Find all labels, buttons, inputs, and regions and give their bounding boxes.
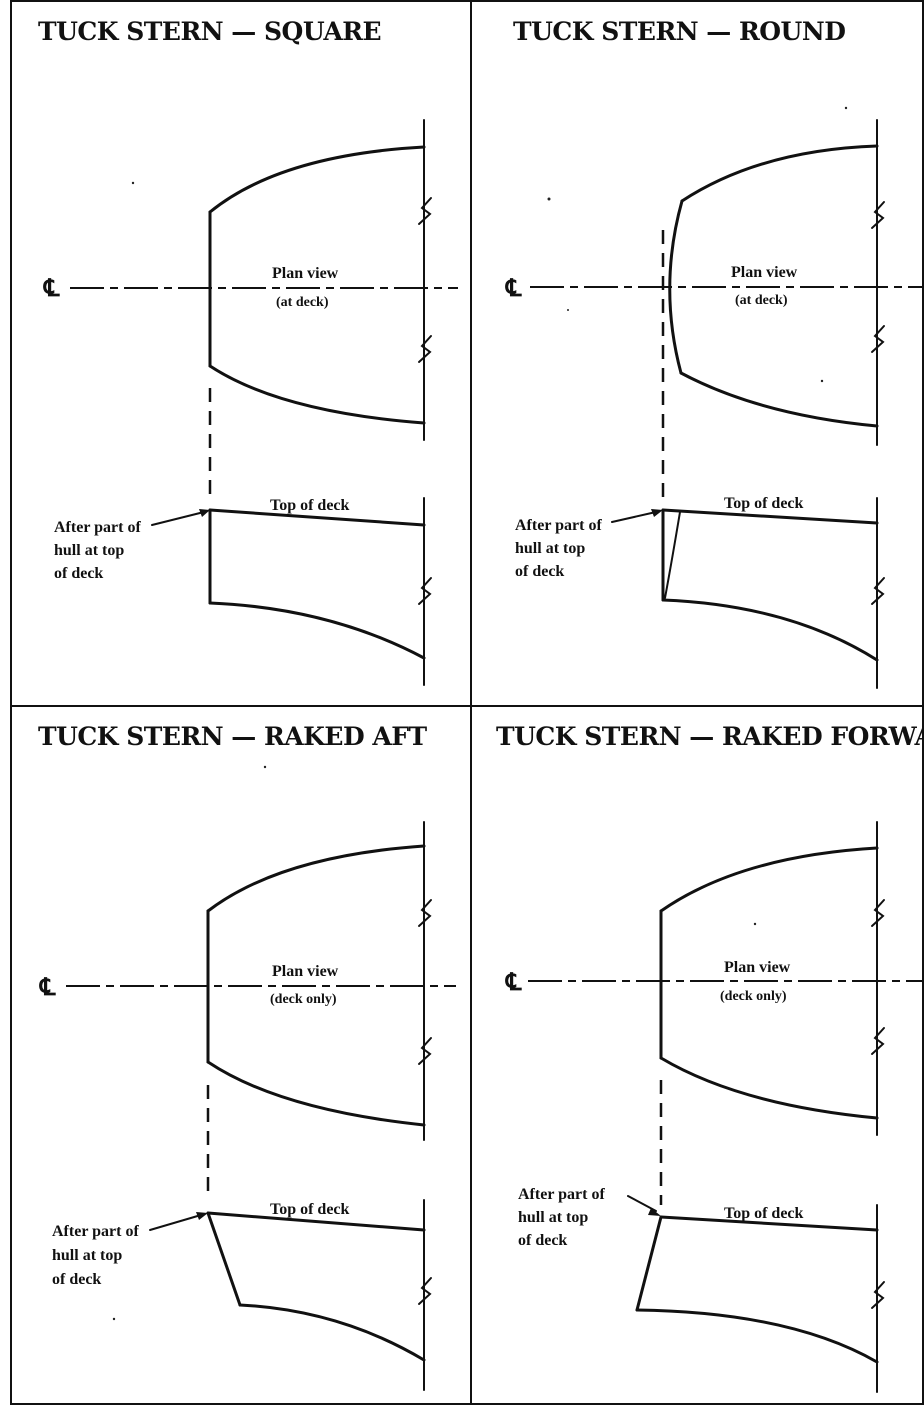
panel-square: TUCK STERN — SQUARE ℄ Plan view (at deck…: [38, 17, 458, 686]
profile-bottom: [661, 598, 879, 662]
stern-round-curve: [664, 511, 681, 599]
profile-break-symbol: [871, 1281, 885, 1309]
plan-hull-lower: [659, 1056, 879, 1120]
plan-view-label: Plan view: [731, 264, 798, 281]
plan-hull-lower: [208, 364, 426, 425]
plan-round-stern: [668, 199, 684, 375]
leader-line: [149, 1214, 202, 1231]
stern-profile-raked: [635, 1215, 663, 1312]
note-line-1: After part of: [54, 519, 141, 536]
note-line-3: of deck: [515, 563, 564, 580]
plan-hull-upper: [680, 144, 879, 203]
centerline-symbol: ℄: [505, 967, 522, 996]
profile-break-symbol: [418, 1277, 432, 1305]
panel-title: TUCK STERN — RAKED FORWARD: [496, 722, 924, 751]
break-symbol-lower: [871, 325, 885, 353]
plan-view-label: Plan view: [272, 963, 339, 980]
plan-hull-lower: [206, 1060, 426, 1127]
plan-view-label: Plan view: [724, 959, 791, 976]
centerline-symbol: ℄: [505, 273, 522, 302]
break-symbol-upper: [418, 899, 432, 927]
note-line-1: After part of: [52, 1223, 139, 1240]
panel-raked-aft: TUCK STERN — RAKED AFT ℄ Plan view (deck…: [38, 722, 456, 1391]
plan-view-sublabel: (deck only): [720, 989, 787, 1004]
leader-line: [611, 511, 657, 523]
note-line-3: of deck: [52, 1271, 101, 1288]
deck-label: Top of deck: [724, 495, 804, 512]
plan-hull-lower: [679, 371, 879, 428]
leader-arrowhead: [199, 509, 210, 517]
plan-view-label: Plan view: [272, 265, 339, 282]
note-line-2: hull at top: [54, 542, 124, 559]
panel-title: TUCK STERN — ROUND: [513, 17, 845, 46]
deck-label: Top of deck: [724, 1205, 804, 1222]
deck-line: [206, 1211, 426, 1232]
break-symbol-upper: [418, 197, 432, 225]
panel-title: TUCK STERN — SQUARE: [38, 17, 381, 46]
centerline-symbol: ℄: [39, 972, 56, 1001]
leader-arrowhead: [651, 509, 663, 517]
profile-bottom: [238, 1303, 426, 1362]
break-symbol-lower: [418, 335, 432, 363]
panel-raked-forward: TUCK STERN — RAKED FORWARD ℄ Plan view (…: [496, 722, 924, 1393]
note-line-2: hull at top: [515, 540, 585, 557]
plan-hull-upper: [659, 846, 879, 913]
note-line-2: hull at top: [52, 1247, 122, 1264]
note-line-3: of deck: [518, 1232, 567, 1249]
plan-view-sublabel: (at deck): [276, 295, 329, 310]
break-symbol-upper: [871, 201, 885, 229]
leader-arrowhead: [196, 1212, 208, 1220]
deck-label: Top of deck: [270, 1201, 350, 1218]
leader-line: [151, 511, 205, 526]
plan-hull-upper: [208, 145, 426, 214]
leader-arrowhead: [648, 1208, 661, 1216]
profile-bottom: [208, 601, 426, 660]
break-symbol-lower: [871, 1027, 885, 1055]
panel-round: TUCK STERN — ROUND ℄ Plan view (at deck)…: [505, 17, 924, 689]
note-line-1: After part of: [515, 517, 602, 534]
deck-label: Top of deck: [270, 497, 350, 514]
profile-bottom: [635, 1308, 879, 1364]
figure-frame: [10, 0, 924, 1405]
deck-line: [661, 508, 879, 525]
plan-hull-upper: [206, 844, 426, 913]
stern-profile-raked: [206, 1211, 242, 1307]
profile-break-symbol: [418, 577, 432, 605]
profile-break-symbol: [871, 577, 885, 605]
note-line-1: After part of: [518, 1186, 605, 1203]
break-symbol-lower: [418, 1037, 432, 1065]
note-line-2: hull at top: [518, 1209, 588, 1226]
break-symbol-upper: [871, 899, 885, 927]
plan-view-sublabel: (at deck): [735, 293, 788, 308]
deck-line: [208, 508, 426, 527]
panel-title: TUCK STERN — RAKED AFT: [38, 722, 427, 751]
plan-view-sublabel: (deck only): [270, 992, 337, 1007]
centerline-symbol: ℄: [43, 273, 60, 302]
deck-line: [659, 1215, 879, 1232]
note-line-3: of deck: [54, 565, 103, 582]
scan-specks: [112, 106, 848, 1321]
